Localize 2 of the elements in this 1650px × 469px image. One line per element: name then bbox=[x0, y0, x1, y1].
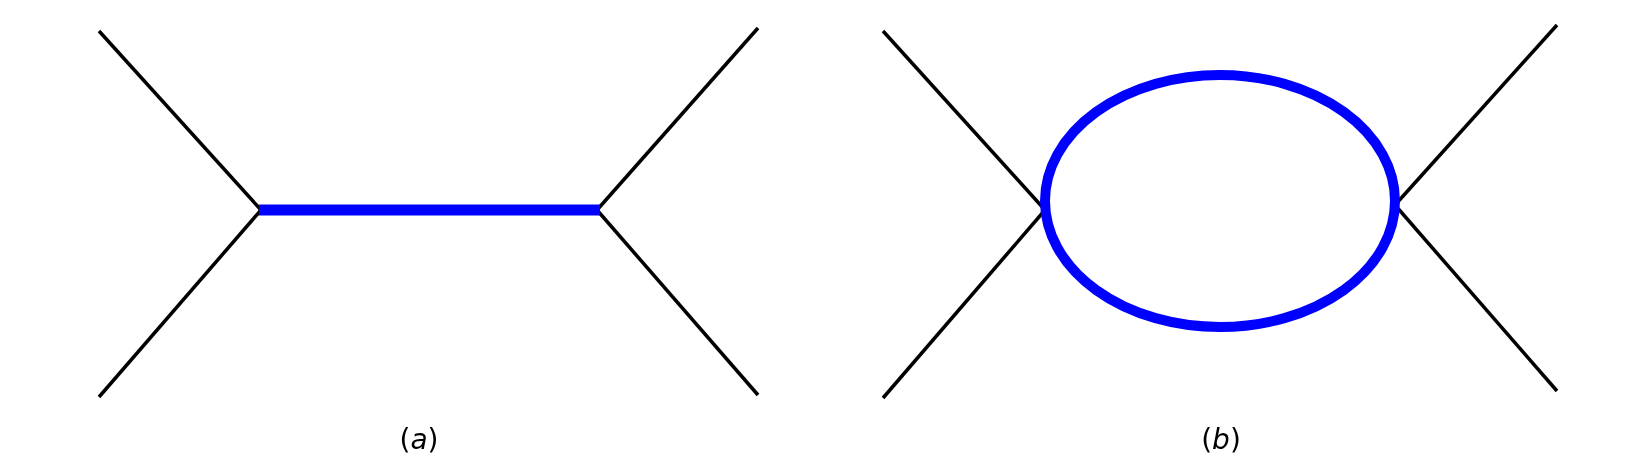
figure-label: (b) bbox=[1201, 426, 1241, 454]
figure-label: (a) bbox=[399, 426, 439, 454]
